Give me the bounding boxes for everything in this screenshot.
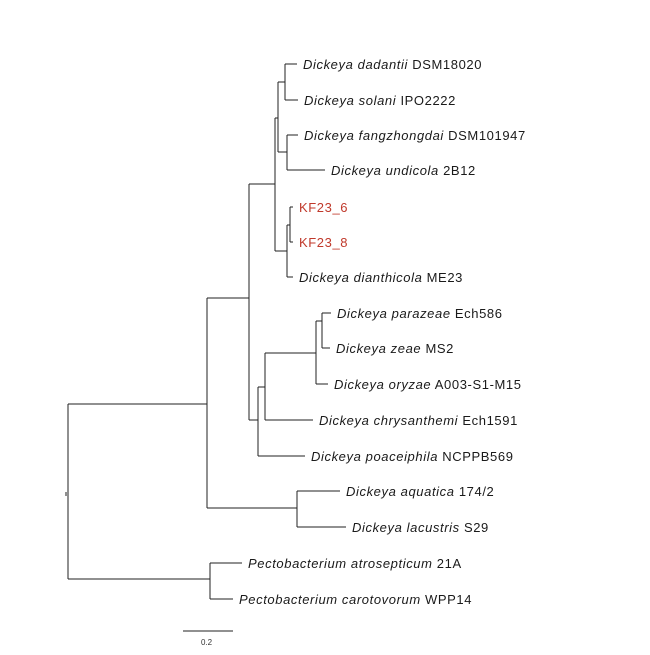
- tip-label: Dickeya undicola 2B12: [331, 163, 476, 178]
- tip-label: Dickeya poaceiphila NCPPB569: [311, 449, 514, 464]
- tip-label: Dickeya dianthicola ME23: [299, 270, 463, 285]
- strain-name: A003-S1-M15: [435, 377, 522, 392]
- species-name: Dickeya zeae: [336, 341, 421, 356]
- tip-label: Dickeya zeae MS2: [336, 341, 454, 356]
- species-name: Dickeya dadantii: [303, 57, 408, 72]
- scale-bar-label: 0.2: [201, 638, 213, 647]
- tip-label-highlighted: KF23_8: [299, 235, 348, 250]
- species-name: Pectobacterium carotovorum: [239, 592, 421, 607]
- tip-label: Dickeya oryzae A003-S1-M15: [334, 377, 522, 392]
- scale-bar: 0.2: [183, 630, 233, 647]
- strain-name: Ech1591: [462, 413, 518, 428]
- species-name: Dickeya solani: [304, 93, 397, 108]
- strain-name: ME23: [427, 270, 463, 285]
- tip-label: Dickeya dadantii DSM18020: [303, 57, 482, 72]
- strain-name: KF23_8: [299, 235, 348, 250]
- tip-label: Pectobacterium atrosepticum 21A: [248, 556, 462, 571]
- strain-name: 2B12: [443, 163, 476, 178]
- tree-branches: [65, 63, 346, 600]
- species-name: Dickeya poaceiphila: [311, 449, 438, 464]
- strain-name: NCPPB569: [442, 449, 513, 464]
- strain-name: DSM101947: [448, 128, 526, 143]
- strain-name: WPP14: [425, 592, 472, 607]
- species-name: Dickeya oryzae: [334, 377, 431, 392]
- species-name: Dickeya parazeae: [337, 306, 451, 321]
- tip-label: Dickeya aquatica 174/2: [346, 484, 494, 499]
- species-name: Dickeya aquatica: [346, 484, 455, 499]
- tip-label: Dickeya solani IPO2222: [304, 93, 456, 108]
- tip-label: Dickeya lacustris S29: [352, 520, 489, 535]
- strain-name: 21A: [437, 556, 462, 571]
- tip-label: Dickeya chrysanthemi Ech1591: [319, 413, 518, 428]
- strain-name: IPO2222: [400, 93, 456, 108]
- tip-label: Dickeya parazeae Ech586: [337, 306, 503, 321]
- species-name: Pectobacterium atrosepticum: [248, 556, 433, 571]
- tip-label: Pectobacterium carotovorum WPP14: [239, 592, 472, 607]
- tip-label-highlighted: KF23_6: [299, 200, 348, 215]
- strain-name: KF23_6: [299, 200, 348, 215]
- species-name: Dickeya chrysanthemi: [319, 413, 459, 428]
- strain-name: DSM18020: [412, 57, 482, 72]
- strain-name: 174/2: [459, 484, 495, 499]
- species-name: Dickeya fangzhongdai: [304, 128, 444, 143]
- species-name: Dickeya lacustris: [352, 520, 460, 535]
- species-name: Dickeya dianthicola: [299, 270, 422, 285]
- strain-name: Ech586: [455, 306, 503, 321]
- strain-name: MS2: [425, 341, 454, 356]
- tip-label: Dickeya fangzhongdai DSM101947: [304, 128, 526, 143]
- strain-name: S29: [464, 520, 489, 535]
- species-name: Dickeya undicola: [331, 163, 439, 178]
